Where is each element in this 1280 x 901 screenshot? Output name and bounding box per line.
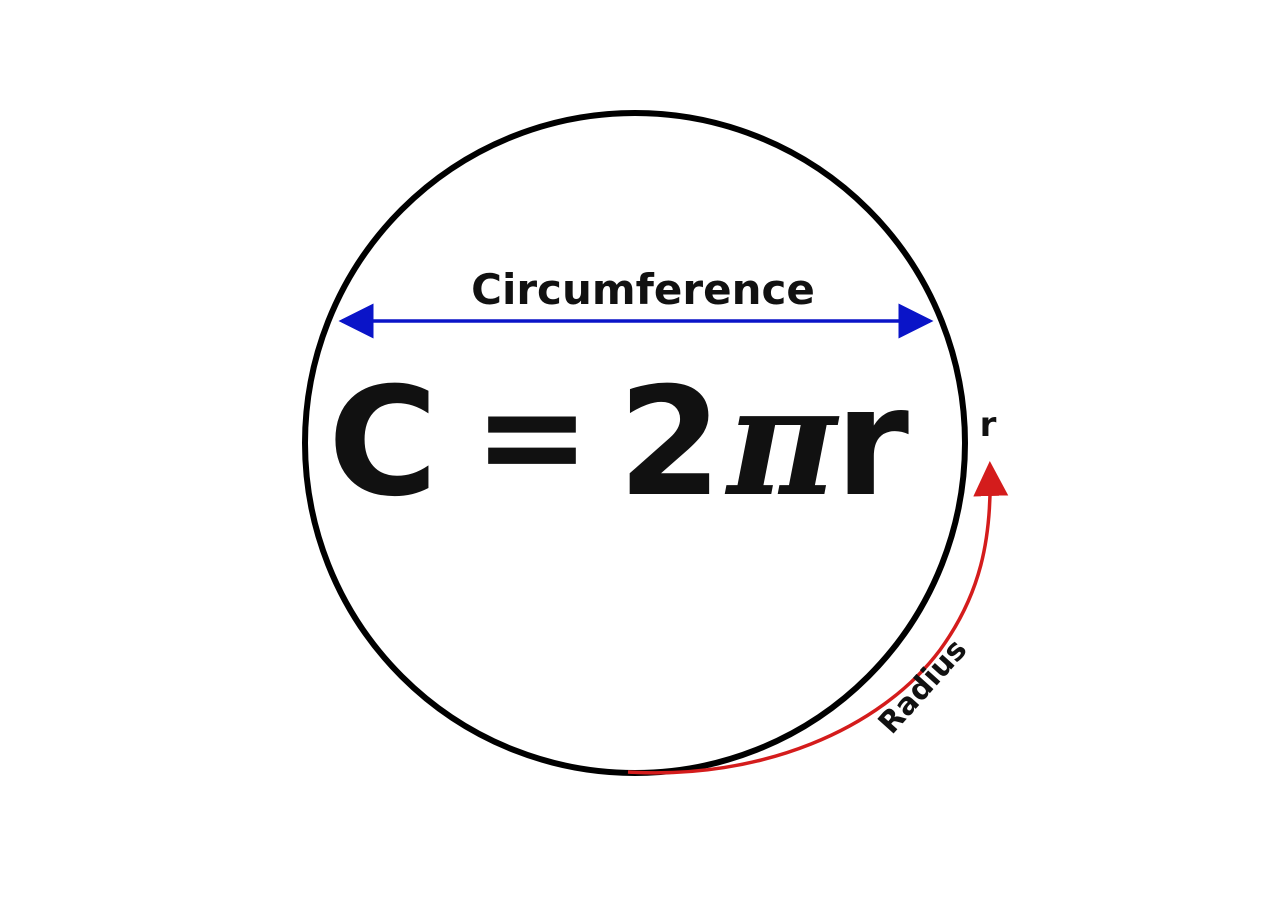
radius-label: Radius (872, 632, 975, 740)
formula-r: r (835, 356, 909, 530)
formula-pi: π (724, 354, 840, 530)
formula-two: 2 (618, 356, 722, 530)
radius-symbol-label: r (980, 405, 997, 445)
formula-equals: = (473, 355, 590, 518)
formula-c: C (328, 356, 438, 530)
circumference-label: Circumference (471, 265, 815, 314)
radius-arrow (627, 461, 1009, 775)
